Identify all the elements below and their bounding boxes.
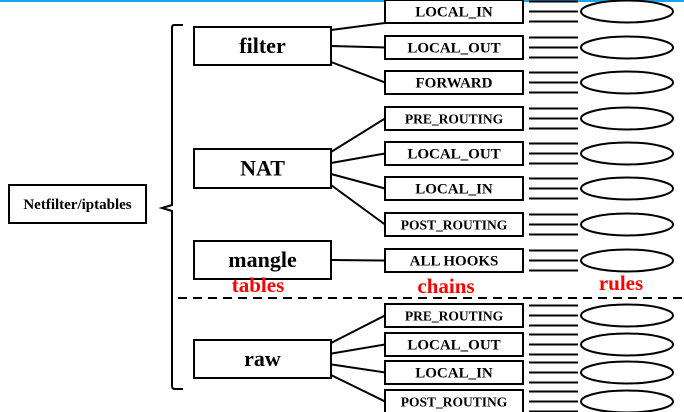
table-box xyxy=(193,148,332,189)
chain-node: ALL HOOKS xyxy=(330,248,524,273)
rule-group xyxy=(529,106,674,131)
table-node-nat: NAT xyxy=(193,148,332,189)
rule-ellipse xyxy=(580,35,674,60)
chain-node: POST_ROUTING xyxy=(330,374,524,412)
chain-label: FORWARD xyxy=(416,76,493,92)
chain-label: LOCAL_IN xyxy=(415,5,493,21)
table-label: raw xyxy=(244,346,281,371)
table-box xyxy=(193,240,332,280)
table-chain-connector xyxy=(330,343,386,355)
chain-node: LOCAL_OUT xyxy=(330,35,524,60)
rule-ellipse xyxy=(580,141,674,166)
root-box xyxy=(8,184,147,224)
table-label: mangle xyxy=(228,247,297,272)
table-chain-connector xyxy=(330,22,386,31)
table-chain-connector xyxy=(330,173,386,190)
chain-box xyxy=(384,303,524,328)
chain-label: LOCAL_IN xyxy=(415,366,493,382)
rule-ellipse xyxy=(580,70,674,95)
chain-box xyxy=(384,35,524,60)
chain-label: POST_ROUTING xyxy=(401,218,508,233)
chain-node: PRE_ROUTING xyxy=(330,106,524,153)
table-chain-connector xyxy=(330,314,386,344)
rule-ellipse xyxy=(580,176,674,201)
rules-layer xyxy=(529,0,674,412)
chain-label: PRE_ROUTING xyxy=(405,112,504,127)
rule-ellipse xyxy=(580,248,674,273)
chain-label: LOCAL_OUT xyxy=(407,147,500,163)
top-accent-bar xyxy=(0,0,684,2)
table-chain-connector xyxy=(330,117,386,153)
table-label: NAT xyxy=(240,156,285,181)
chain-box xyxy=(384,248,524,273)
column-label-rules: rules xyxy=(599,271,643,295)
chains-layer: LOCAL_IN LOCAL_OUT FORWARD PRE_ROUTING LOCAL… xyxy=(330,0,524,412)
table-node-raw: raw xyxy=(193,339,332,379)
rule-group xyxy=(529,248,674,273)
table-label: filter xyxy=(239,33,286,58)
chain-box xyxy=(384,106,524,131)
table-chain-connector xyxy=(330,184,386,226)
chain-box xyxy=(384,360,524,385)
table-chain-connector xyxy=(330,363,386,374)
chain-box xyxy=(384,141,524,166)
chain-box xyxy=(384,176,524,201)
rule-ellipse xyxy=(580,212,674,237)
rule-ellipse xyxy=(580,303,674,328)
table-node-mangle: mangle xyxy=(193,240,332,280)
rule-group xyxy=(529,389,674,412)
rule-ellipse xyxy=(580,106,674,131)
rule-group xyxy=(529,35,674,60)
rule-ellipse xyxy=(580,389,674,412)
chain-label: LOCAL_OUT xyxy=(407,338,500,354)
table-chain-connector xyxy=(330,61,386,84)
chain-box xyxy=(384,0,524,24)
chain-box xyxy=(384,332,524,357)
rule-group xyxy=(529,0,674,24)
rule-group xyxy=(529,332,674,357)
rule-ellipse xyxy=(580,332,674,357)
chain-node: LOCAL_IN xyxy=(330,360,524,385)
rule-group xyxy=(529,212,674,237)
rule-group xyxy=(529,176,674,201)
table-chain-connector xyxy=(330,45,386,49)
rule-group xyxy=(529,70,674,95)
chain-box xyxy=(384,70,524,95)
chain-label: LOCAL_OUT xyxy=(407,41,500,57)
chain-box xyxy=(384,212,524,237)
chain-node: LOCAL_OUT xyxy=(330,332,524,357)
chain-label: PRE_ROUTING xyxy=(405,309,504,324)
chain-node: LOCAL_IN xyxy=(330,0,524,31)
chain-label: LOCAL_IN xyxy=(415,182,493,198)
chain-node: FORWARD xyxy=(330,61,524,95)
chain-label: POST_ROUTING xyxy=(401,395,508,410)
root-node: Netfilter/iptables xyxy=(8,184,147,224)
chain-node: PRE_ROUTING xyxy=(330,303,524,344)
rule-group xyxy=(529,303,674,328)
column-label-tables: tables xyxy=(232,273,285,297)
chain-label: ALL HOOKS xyxy=(410,254,499,270)
column-label-chains: chains xyxy=(417,274,474,298)
table-chain-connector xyxy=(330,374,386,403)
root-label: Netfilter/iptables xyxy=(23,197,131,213)
chain-node: POST_ROUTING xyxy=(330,184,524,237)
chain-node: LOCAL_IN xyxy=(330,173,524,201)
rule-group xyxy=(529,141,674,166)
table-box xyxy=(193,339,332,379)
rule-ellipse xyxy=(580,360,674,385)
chain-node: LOCAL_OUT xyxy=(330,141,524,166)
table-chain-connector xyxy=(330,259,386,262)
table-chain-connector xyxy=(330,152,386,164)
chain-box xyxy=(384,389,524,412)
left-brace xyxy=(158,24,183,390)
table-node-filter: filter xyxy=(193,26,332,66)
rule-group xyxy=(529,360,674,385)
rule-ellipse xyxy=(580,0,674,24)
